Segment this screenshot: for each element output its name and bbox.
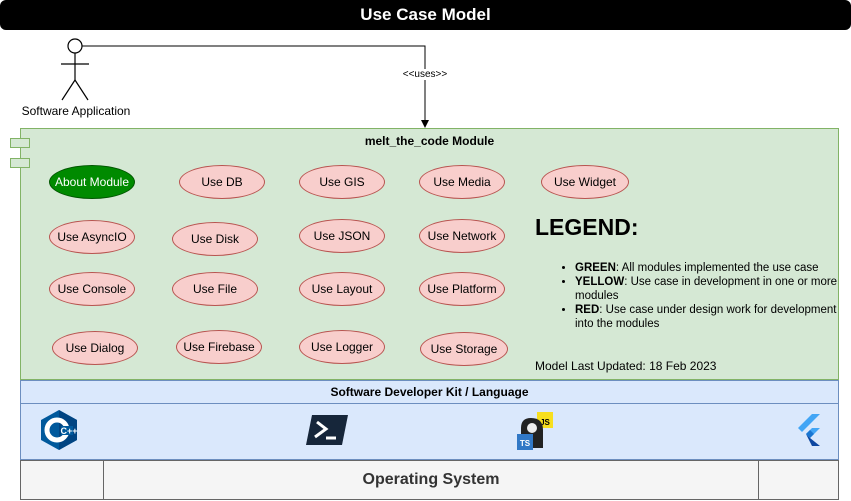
use-case-media[interactable]: Use Media	[419, 165, 505, 199]
use-case-storage[interactable]: Use Storage	[420, 332, 508, 366]
last-updated: Model Last Updated: 18 Feb 2023	[535, 359, 717, 373]
cpp-text: C++	[60, 426, 77, 436]
use-case-file[interactable]: Use File	[172, 272, 258, 306]
use-case-widget[interactable]: Use Widget	[541, 165, 629, 199]
sdk-container	[20, 403, 839, 460]
actor-label: Software Application	[21, 104, 131, 118]
use-case-disk[interactable]: Use Disk	[172, 222, 258, 256]
component-tab-top	[10, 138, 30, 148]
component-tab-bottom	[10, 158, 30, 168]
legend-item-green: GREEN: All modules implemented the use c…	[575, 261, 845, 275]
powershell-logo-icon	[306, 415, 348, 445]
module-title: melt_the_code Module	[364, 134, 495, 148]
diagram-title: Use Case Model	[0, 0, 851, 30]
use-case-logger[interactable]: Use Logger	[299, 330, 385, 364]
sdk-title: Software Developer Kit / Language	[20, 380, 839, 404]
use-case-network[interactable]: Use Network	[419, 219, 505, 253]
legend-item-yellow: YELLOW: Use case in development in one o…	[575, 275, 845, 303]
use-case-about-module[interactable]: About Module	[49, 165, 135, 199]
use-case-console[interactable]: Use Console	[49, 272, 135, 306]
use-case-dialog[interactable]: Use Dialog	[52, 331, 138, 365]
legend-title: LEGEND:	[535, 214, 639, 240]
cpp-logo-icon: C++	[41, 410, 78, 450]
ts-text: TS	[520, 439, 531, 448]
use-case-db[interactable]: Use DB	[179, 165, 265, 199]
use-case-firebase[interactable]: Use Firebase	[176, 330, 262, 364]
use-case-platform[interactable]: Use Platform	[419, 272, 505, 306]
use-case-gis[interactable]: Use GIS	[299, 165, 385, 199]
flutter-logo-icon	[798, 414, 820, 446]
uses-label: <<uses>>	[394, 69, 456, 80]
js-text: JS	[540, 418, 550, 427]
legend-list: GREEN: All modules implemented the use c…	[557, 261, 845, 331]
js-ts-logo-icon: JS TS	[517, 412, 553, 450]
use-case-asyncio[interactable]: Use AsyncIO	[49, 220, 135, 254]
use-case-json[interactable]: Use JSON	[299, 219, 385, 253]
actor-icon	[61, 38, 89, 101]
legend-item-red: RED: Use case under design work for deve…	[575, 303, 845, 331]
use-case-layout[interactable]: Use Layout	[299, 272, 385, 306]
os-container	[20, 460, 839, 500]
os-title: Operating System	[103, 460, 759, 500]
